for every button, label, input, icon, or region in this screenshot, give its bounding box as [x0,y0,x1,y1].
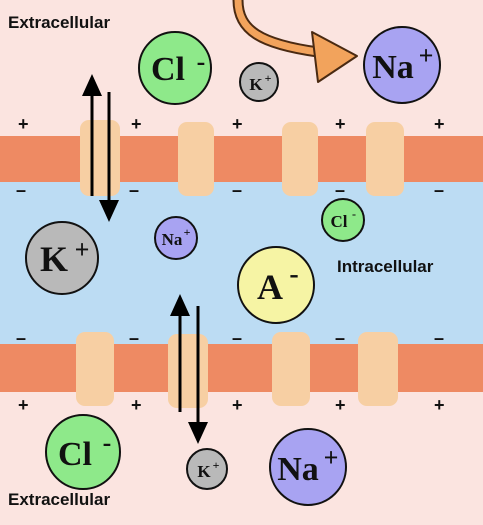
ion-symbol: K [197,462,211,481]
negative-charge: – [434,328,444,348]
ion-charge: + [419,41,434,70]
sodium-ion-top: Na + [363,26,441,104]
charges-bottom-inner: – – – – – [16,328,444,348]
negative-charge: – [434,180,444,200]
positive-charge: + [434,114,445,134]
extracellular-label-bottom: Extracellular [8,490,110,509]
ion-symbol: Na [372,49,414,86]
chloride-ion-bottom: Cl - [45,414,121,490]
anion: A - [237,246,315,324]
sodium-ion-small: Na + [154,216,198,260]
ion-charge: - [352,207,356,221]
curved-arrow-icon [232,0,358,83]
potassium-ion-small-top: K + [239,62,279,102]
ion-symbol: Na [277,451,319,488]
negative-charge: – [232,180,242,200]
charges-top-inner: – – – – – [16,180,444,200]
charges-bottom-outer: + + + + + [18,395,445,415]
ion-charge: + [265,71,272,85]
positive-charge: + [232,114,243,134]
ion-symbol: Na [162,230,183,249]
ion-symbol: A [257,267,283,307]
negative-charge: – [129,328,139,348]
ion-charge: - [197,47,206,76]
membrane-bottom [0,344,483,392]
ion-flux-arrows-bottom [170,294,208,444]
positive-charge: + [18,395,29,415]
negative-charge: – [335,180,345,200]
positive-charge: + [131,114,142,134]
ion-charge: + [213,458,220,472]
charges-top-outer: + + + + + [18,114,445,134]
ion-symbol: Cl [151,51,185,88]
channels-bottom [76,332,398,408]
sodium-ion-bottom: Na + [269,428,347,506]
channel-protein [358,332,398,406]
ion-symbol: K [249,75,263,94]
channel-protein [80,120,120,196]
negative-charge: – [335,328,345,348]
positive-charge: + [18,114,29,134]
intracellular-label: Intracellular [337,257,434,276]
potassium-ion-small-bottom: K + [186,448,228,490]
channel-protein [76,332,114,406]
positive-charge: + [232,395,243,415]
potassium-ion-large: K + [25,221,99,295]
channels-top [80,120,404,196]
membrane-top [0,136,483,182]
ion-symbol: K [40,239,68,279]
channel-protein [178,122,214,196]
positive-charge: + [434,395,445,415]
chloride-ion-top: Cl - [138,31,212,105]
positive-charge: + [131,395,142,415]
channel-protein [282,122,318,196]
ion-charge: - [289,259,298,290]
positive-charge: + [335,114,346,134]
ion-charge: + [75,235,90,264]
extracellular-label-top: Extracellular [8,13,110,32]
ion-charge: + [184,225,191,239]
chloride-ion-small: Cl - [321,198,365,242]
channel-protein [272,332,310,406]
channel-protein [168,334,208,408]
negative-charge: – [16,328,26,348]
negative-charge: – [232,328,242,348]
ion-charge: - [103,428,112,457]
positive-charge: + [335,395,346,415]
negative-charge: – [16,180,26,200]
channel-protein [366,122,404,196]
ion-symbol: Cl [58,436,92,473]
negative-charge: – [129,180,139,200]
ion-symbol: Cl [331,212,348,231]
ion-charge: + [324,443,339,472]
ion-flux-arrows-top [82,74,119,222]
